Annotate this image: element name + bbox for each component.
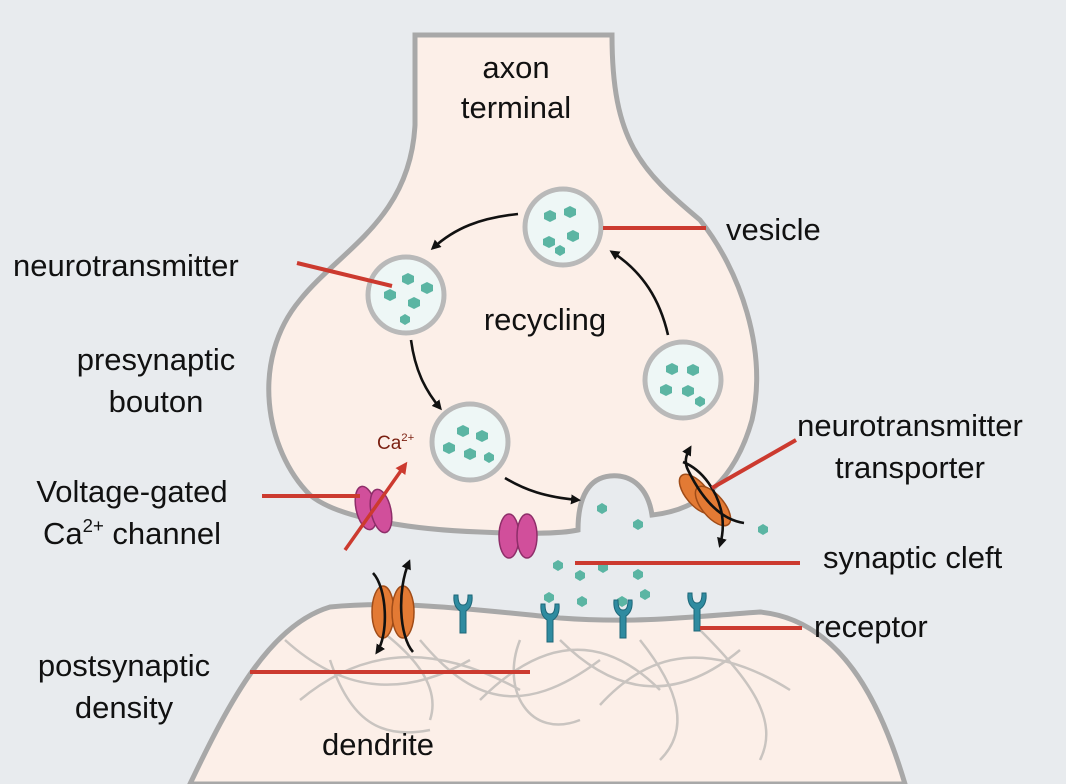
voltage-gated-channel-left <box>354 485 393 534</box>
axon-terminal-membrane <box>266 32 760 536</box>
label-terminal: terminal <box>461 90 571 125</box>
pointer-neurotransmitter <box>296 261 393 288</box>
label-ca-channel: Ca2+ channel <box>43 515 221 551</box>
vesicle-release <box>429 401 511 483</box>
label-dendrite: dendrite <box>322 727 434 762</box>
receptor-4 <box>687 592 707 632</box>
label-recycling: recycling <box>484 302 606 337</box>
label-voltage-gated: Voltage-gated <box>36 474 227 509</box>
label-density: density <box>75 690 174 725</box>
calcium-influx-arrow <box>343 461 408 552</box>
label-bouton: bouton <box>109 384 204 419</box>
label-presynaptic: presynaptic <box>77 342 236 377</box>
label-calcium-ion: Ca2+ <box>377 432 415 454</box>
label-axon: axon <box>482 50 549 85</box>
label-receptor: receptor <box>814 609 928 644</box>
receptor-2 <box>540 603 560 643</box>
label-synaptic-cleft: synaptic cleft <box>823 540 1003 575</box>
dendrite-membrane <box>187 602 908 784</box>
postsynaptic-transporter <box>371 559 415 655</box>
label-vesicle: vesicle <box>726 212 821 247</box>
postsynaptic-density-fibers <box>284 629 791 761</box>
label-transporter-1: neurotransmitter <box>797 408 1023 443</box>
receptor-3 <box>613 599 633 639</box>
vesicle-recycled <box>642 339 724 421</box>
label-postsynaptic: postsynaptic <box>38 648 210 683</box>
label-transporter-2: transporter <box>835 450 985 485</box>
recycling-arrows <box>409 212 670 505</box>
label-neurotransmitter: neurotransmitter <box>13 248 239 283</box>
vesicle-left <box>365 254 447 336</box>
vesicle-top <box>522 186 604 268</box>
presynaptic-transporter <box>678 445 745 548</box>
voltage-gated-channel-right <box>498 513 538 559</box>
receptor-1 <box>453 594 473 634</box>
pointer-transporter <box>711 438 797 490</box>
